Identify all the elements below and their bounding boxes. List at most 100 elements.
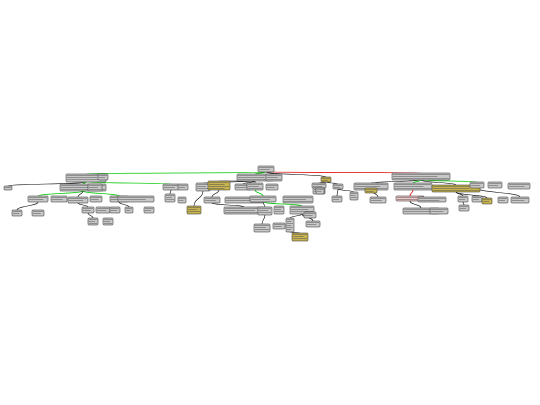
tree-node[interactable] [305,220,321,228]
tree-node[interactable] [481,197,493,205]
tree-node[interactable] [349,191,359,201]
tree-node[interactable] [3,185,13,191]
node-box [469,181,485,189]
tree-node[interactable] [207,180,231,191]
tree-node[interactable] [223,206,265,215]
tree-node[interactable] [331,195,343,203]
node-box [177,196,187,204]
tree-edge [265,171,327,178]
tree-node[interactable] [162,183,180,191]
tree-node[interactable] [303,211,317,219]
tree-edge [409,200,422,209]
tree-node[interactable] [177,196,187,204]
tree-node[interactable] [282,195,314,204]
node-box [50,195,68,203]
tree-node[interactable] [97,173,109,181]
tree-node[interactable] [315,187,325,195]
tree-node[interactable] [291,232,309,242]
tree-node[interactable] [87,183,103,192]
tree-edge [337,188,355,193]
tree-node[interactable] [507,182,531,190]
tree-node[interactable] [364,187,378,194]
node-box [429,207,449,215]
tree-node[interactable] [117,195,155,203]
tree-edge [118,201,130,208]
tree-node[interactable] [124,206,134,214]
tree-node[interactable] [393,182,433,191]
tree-node[interactable] [102,217,114,226]
tree-node[interactable] [186,205,202,215]
tree-node[interactable] [253,223,271,233]
tree-edge [169,189,172,195]
tree-node[interactable] [143,206,155,214]
tree-edge [412,179,422,184]
node-box [457,195,469,203]
tree-node[interactable] [369,196,387,204]
tree-node[interactable] [458,204,470,212]
tree-node[interactable] [109,206,121,214]
tree-node[interactable] [11,209,23,217]
tree-node[interactable] [50,195,68,203]
tree-node[interactable] [510,196,530,204]
tree-node[interactable] [257,206,273,216]
tree-node[interactable] [195,182,211,192]
tree-edge [77,202,89,208]
tree-node[interactable] [249,195,277,203]
node-box [164,193,176,203]
tree-node[interactable] [431,184,481,193]
tree-node[interactable] [257,165,275,173]
tree-node[interactable] [332,183,344,190]
tree-edge [325,181,339,185]
tree-node[interactable] [89,195,103,203]
node-box [471,195,483,203]
tree-node[interactable] [31,209,45,217]
tree-edge [85,171,267,175]
node-box [481,197,493,205]
tree-node[interactable] [311,182,327,189]
node-box [305,220,321,228]
node-box [510,196,530,204]
tree-node[interactable] [236,173,274,182]
tree-edge [211,189,220,198]
node-box [364,187,378,194]
tree-node[interactable] [320,176,332,183]
tree-node[interactable] [272,222,286,230]
tree-edge [242,180,256,185]
tree-edge [193,190,204,207]
tree-node[interactable] [497,196,509,204]
tree-edge [289,213,303,219]
tree-node[interactable] [471,195,483,203]
node-box [320,176,332,183]
tree-node[interactable] [391,172,451,181]
tree-edge [409,189,414,197]
node-box [97,173,109,181]
tree-node[interactable] [417,196,447,203]
tree-node[interactable] [265,183,279,191]
tree-edge [262,201,303,207]
tree-edge [85,181,172,185]
tree-node[interactable] [246,182,264,191]
tree-edge [16,201,39,211]
tree-node[interactable] [273,205,285,215]
tree-node[interactable] [27,195,49,203]
tree-edge [211,202,245,208]
tree-edge [420,179,457,186]
tree-node[interactable] [87,217,99,226]
tree-edge [77,190,84,198]
tree-node[interactable] [81,206,95,214]
tree-node[interactable] [164,193,176,203]
tree-node[interactable] [203,196,221,204]
node-box [332,183,344,190]
tree-node[interactable] [67,196,89,204]
tree-edge [7,181,87,187]
tree-node[interactable] [487,181,503,189]
tree-node[interactable] [265,173,283,182]
tree-node[interactable] [177,183,189,191]
node-box [117,195,155,203]
tree-node[interactable] [429,207,449,215]
tree-node[interactable] [285,217,295,233]
tree-edge [261,214,266,225]
tree-node[interactable] [457,195,469,203]
tree-node[interactable] [95,206,111,214]
tree-node[interactable] [469,181,485,189]
